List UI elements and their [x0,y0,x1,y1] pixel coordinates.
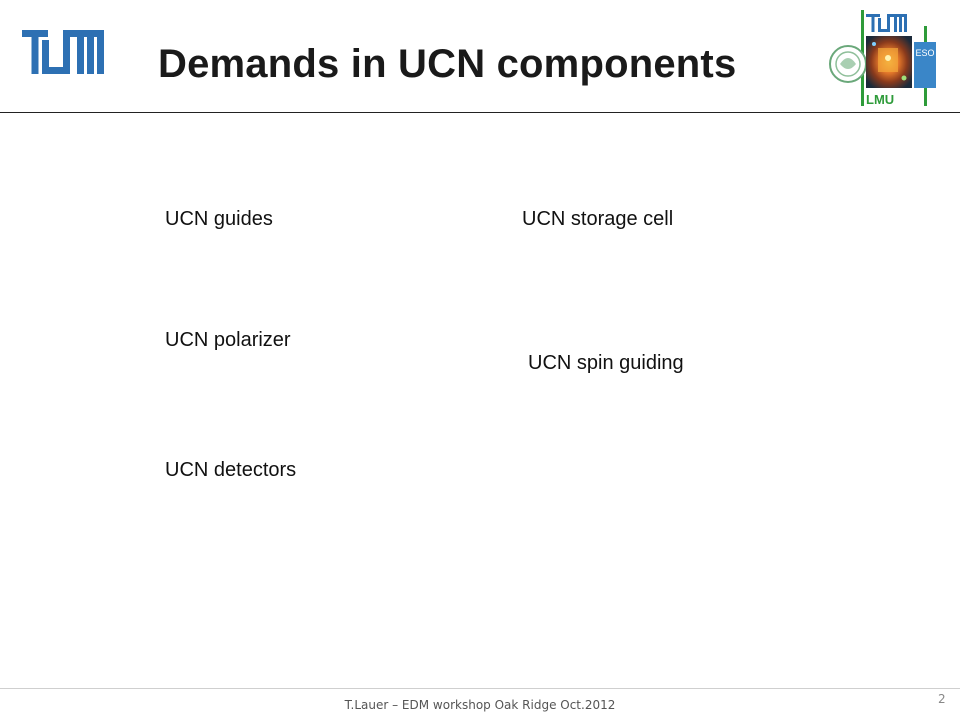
tum-logo-icon [22,30,104,74]
footer-divider [0,688,960,689]
item-ucn-storage-cell: UCN storage cell [522,208,674,230]
item-ucn-spin-guiding: UCN spin guiding [528,352,684,374]
lmu-text: LMU [866,92,894,107]
page-number: 2 [938,692,946,706]
item-ucn-detectors: UCN detectors [165,459,297,481]
footer-text: T.Lauer – EDM workshop Oak Ridge Oct.201… [344,698,616,712]
page-title: Demands in UCN components [158,42,737,86]
eso-text-e: ESO [915,48,934,58]
item-ucn-guides: UCN guides [165,208,273,230]
header-divider [0,112,960,113]
cluster-logo-icon: ESO LMU [829,10,936,107]
item-ucn-polarizer: UCN polarizer [165,329,291,351]
